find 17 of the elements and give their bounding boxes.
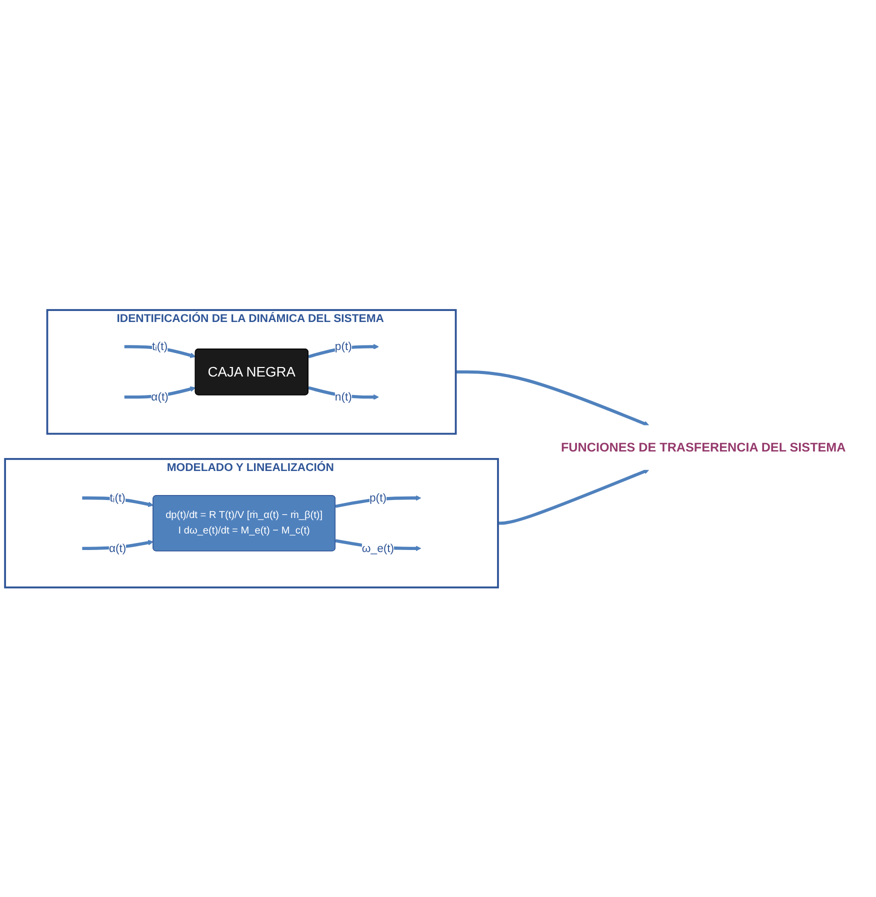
arrow xyxy=(124,344,196,358)
arrow xyxy=(82,496,154,507)
arrow xyxy=(82,540,154,550)
edge-label: tᵢ(t) xyxy=(110,491,126,504)
edge-label: p(t) xyxy=(370,491,387,504)
edge-label: α(t) xyxy=(108,542,126,554)
arrow xyxy=(308,386,379,400)
arrow xyxy=(308,344,379,358)
edge-label: ω_e(t) xyxy=(362,542,394,554)
edge-label: tᵢ(t) xyxy=(152,340,168,352)
arrow xyxy=(498,468,650,525)
edge-label: α(t) xyxy=(151,390,168,403)
arrow xyxy=(335,495,422,508)
node-text: FUNCIONES DE TRASFERENCIA DEL SISTEMA xyxy=(560,440,846,454)
edge-label: n(t) xyxy=(334,390,352,403)
edge-label: p(t) xyxy=(334,340,352,352)
arrow xyxy=(456,370,650,426)
